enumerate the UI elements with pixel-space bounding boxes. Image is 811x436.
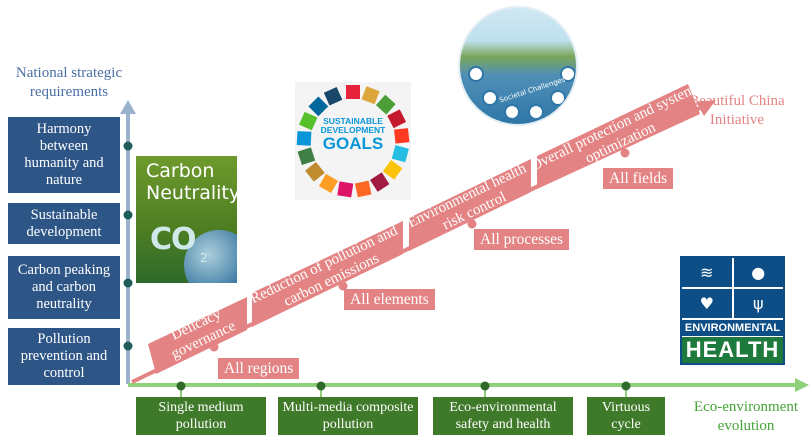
challenge-icon-6 [560, 66, 576, 82]
evolution-box-single: Single medium pollution [136, 397, 266, 435]
vertical-dot-4 [123, 341, 133, 351]
scope-tag-regions: All regions [218, 358, 300, 379]
co2-subscript: 2 [200, 251, 208, 265]
sdg-image: SUSTAINABLE DEVELOPMENT GOALS [295, 82, 411, 200]
sdg-line2: GOALS [322, 134, 384, 153]
band-shape-2 [252, 221, 403, 327]
scope-tag-fields: All fields [603, 168, 674, 189]
env-icon-grid: ≋ ● ♥ ψ [682, 258, 783, 318]
wind-icon: ≋ [682, 258, 732, 287]
diagonal-dot-4 [620, 148, 630, 158]
horizontal-axis-title: Eco-environment evolution [693, 399, 799, 434]
challenge-icon-5 [550, 90, 566, 106]
horizontal-dot-3 [480, 381, 490, 391]
sdg-logo: SUSTAINABLE DEVELOPMENT GOALS [313, 113, 393, 169]
diagonal-dot-3 [467, 219, 477, 229]
env-logo-line1: ENVIRONMENTAL [682, 320, 783, 336]
carbon-neutrality-image: Carbon Neutrality CO 2 [136, 156, 237, 283]
vertical-dot-2 [123, 210, 133, 220]
challenge-icon-2 [482, 90, 498, 106]
vertical-axis-arrowhead [120, 100, 136, 114]
env-logo-line2: HEALTH [682, 337, 783, 363]
environmental-health-logo: ≋ ● ♥ ψ ENVIRONMENTAL HEALTH [680, 256, 785, 365]
carbon-title: Carbon Neutrality [146, 160, 237, 204]
strategic-box-sustainable: Sustainable development [8, 203, 120, 244]
horizontal-axis-arrowhead [795, 378, 809, 392]
vertical-dot-3 [123, 278, 133, 288]
grass-icon: ψ [733, 289, 783, 318]
horizontal-dot-2 [316, 381, 326, 391]
water-drop-icon: ● [733, 258, 783, 287]
diagonal-dot-1 [209, 342, 219, 352]
vertical-dot-1 [123, 141, 133, 151]
diagonal-title: Beautiful China Initiative [689, 93, 785, 128]
horizontal-dot-4 [621, 381, 631, 391]
vertical-axis-title: National strategic requirements [15, 65, 123, 100]
strategic-box-carbon: Carbon peaking and carbon neutrality [8, 256, 120, 319]
band-shape-3 [409, 159, 531, 251]
challenge-icon-4 [528, 104, 544, 120]
scope-tag-elements: All elements [344, 289, 435, 310]
evolution-box-multimedia: Multi-media composite pollution [278, 397, 418, 435]
societal-challenges-image: Societal Challenges [458, 6, 578, 126]
evolution-box-eco-safety: Eco-environmental safety and health [433, 397, 573, 435]
strategic-box-harmony: Harmony between humanity and nature [8, 117, 120, 193]
sdg-line1: SUSTAINABLE DEVELOPMENT [320, 116, 386, 135]
diagonal-arrowhead [696, 100, 716, 116]
strategic-box-pollution: Pollution prevention and control [8, 328, 120, 385]
band-shape-1 [148, 297, 247, 374]
apple-icon: ♥ [682, 289, 732, 318]
scope-tag-processes: All processes [474, 229, 570, 250]
carbon-title-line1: Carbon [146, 160, 215, 182]
sdg-wheel-icon [296, 85, 410, 198]
horizontal-dot-1 [176, 381, 186, 391]
challenge-icon-1 [468, 66, 484, 82]
co2-label: CO [150, 222, 197, 257]
challenge-icon-3 [504, 104, 520, 120]
carbon-title-line2: Neutrality [146, 182, 237, 204]
evolution-box-virtuous: Virtuous cycle [587, 397, 665, 435]
diagonal-dot-2 [338, 281, 348, 291]
band-shape-4 [537, 84, 700, 189]
